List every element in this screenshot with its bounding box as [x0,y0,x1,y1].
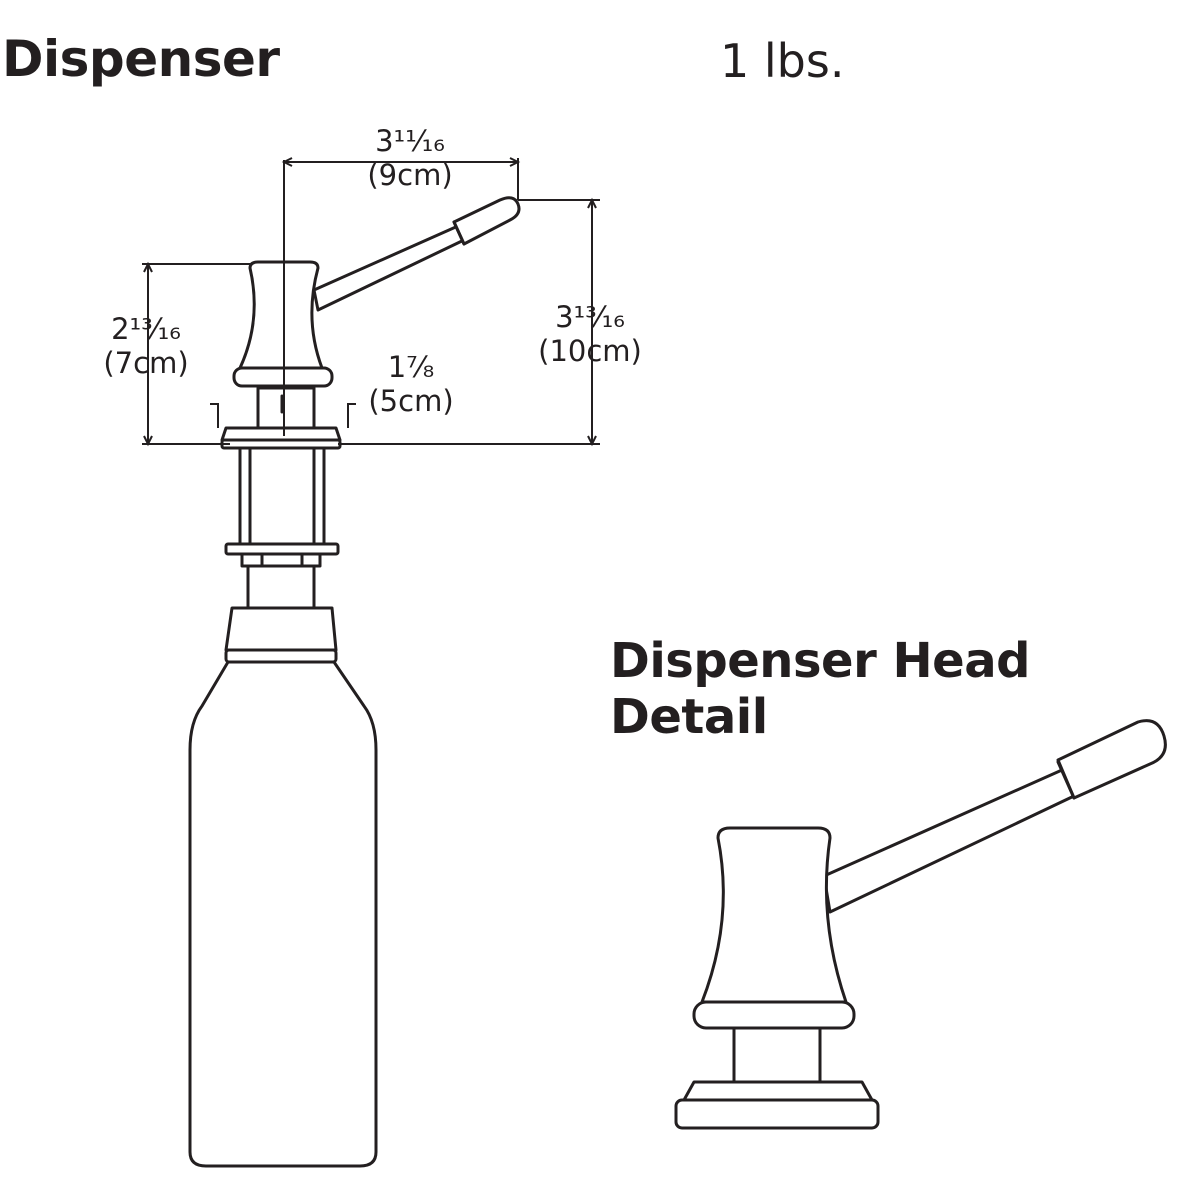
detail-title: Dispenser Head Detail [610,633,1030,745]
weight-label: 1 lbs. [720,34,845,88]
dispenser-head-detail [674,719,1167,1130]
width-metric: (9cm) [367,158,453,192]
height-right-dimension: 3¹³⁄₁₆ (10cm) [530,300,650,368]
dispenser-head-main [220,196,521,450]
bottle [188,606,378,1168]
width-imperial: 3¹¹⁄₁₆ [375,124,445,158]
base-dimension: 1⁷⁄₈ (5cm) [355,350,467,418]
width-dimension: 3¹¹⁄₁₆ (9cm) [350,124,470,192]
height-left-dimension: 2¹³⁄₁₆ (7cm) [88,312,204,380]
height-right-metric: (10cm) [538,334,642,368]
height-right-imperial: 3¹³⁄₁₆ [555,300,625,334]
bottle-neck-adapter [224,542,340,610]
shank [238,446,326,546]
diagram-title: Dispenser [2,30,280,88]
height-left-metric: (7cm) [103,346,189,380]
height-left-imperial: 2¹³⁄₁₆ [111,312,181,346]
base-metric: (5cm) [368,384,454,418]
dimension-lines [142,157,600,447]
base-imperial: 1⁷⁄₈ [387,350,435,384]
